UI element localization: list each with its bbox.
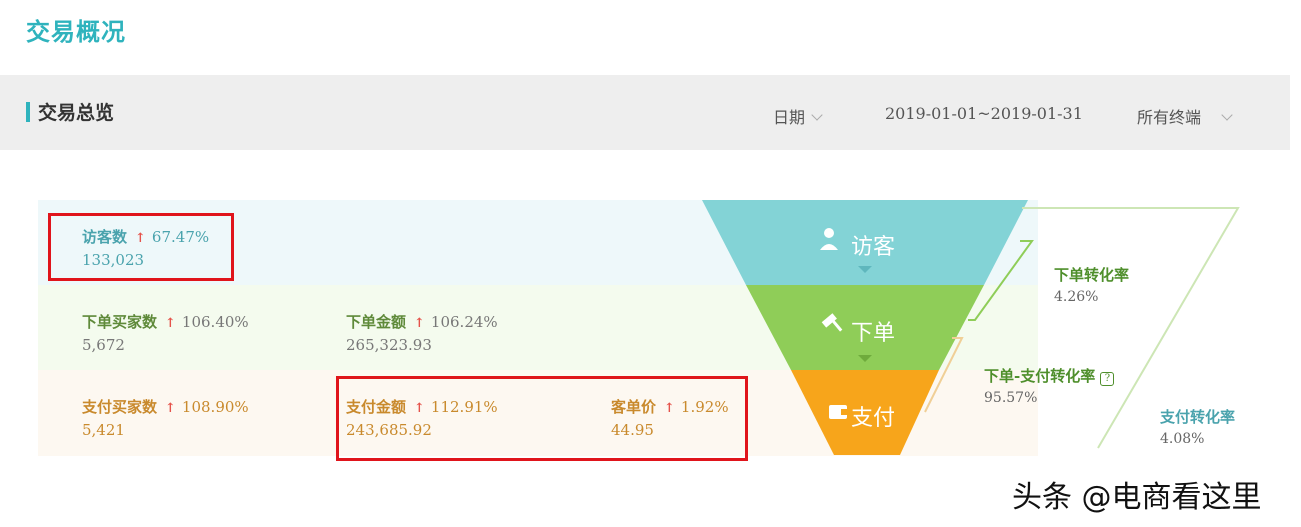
metric-value: 133,023 [82,251,145,269]
order-conversion-rate: 下单转化率 4.26% [1054,264,1129,305]
order-pay-conversion-rate: 下单-支付转化率 ? 95.57% [984,365,1115,406]
highlight-box-visitors [48,213,234,281]
pay-rate-connector [1022,207,1240,449]
metric-value: 5,421 [82,421,125,439]
arrow-up-icon: ↑ [664,401,675,416]
metric-value: 5,672 [82,336,125,354]
user-icon [824,228,834,238]
arrow-up-icon: ↑ [414,316,425,331]
date-range-picker[interactable]: 2019-01-01~2019-01-31 [885,104,1083,123]
rate-label: 支付转化率 [1160,408,1236,426]
watermark: 头条 @电商看这里 [1012,480,1262,515]
rate-label: 下单-支付转化率 ? [984,365,1115,386]
metric-label: 客单价 [611,398,657,416]
section-header [0,75,1290,150]
funnel-order-label: 下单 [851,321,896,346]
funnel-visitor-segment [702,200,1028,285]
arrow-up-icon: ↑ [135,231,146,246]
section-title: 交易总览 [38,102,115,124]
rate-value: 4.26% [1054,289,1099,305]
metric-value: 243,685.92 [346,421,432,439]
help-icon[interactable]: ? [1100,372,1115,386]
funnel-pay-segment [791,370,939,455]
terminal-label: 所有终端 [1137,108,1202,127]
rate-value: 95.57% [984,390,1038,406]
metric-change: 1.92% [680,398,729,416]
metric-change: 106.40% [181,313,249,331]
caret-down-icon [858,266,872,273]
metric-label: 支付金额 [346,398,407,416]
funnel-pay-label: 支付 [851,406,896,431]
metric-order-amount: 下单金额 ↑ 106.24% 265,323.93 [346,311,498,354]
hammer-icon [821,313,837,328]
order-pay-rate-connector [924,337,964,413]
pay-conversion-rate: 支付转化率 4.08% [1160,406,1235,447]
arrow-up-icon: ↑ [165,316,176,331]
rate-value: 4.08% [1160,431,1205,447]
arrow-up-icon: ↑ [414,401,425,416]
metric-label: 下单金额 [346,313,407,331]
order-rate-connector [968,240,1034,321]
caret-down-icon [858,355,872,362]
terminal-dropdown[interactable]: 所有终端 [1137,104,1233,128]
metric-label: 访客数 [82,228,128,246]
arrow-up-icon: ↑ [165,401,176,416]
metric-value: 265,323.93 [346,336,432,354]
metric-visitors: 访客数 ↑ 67.47% 133,023 [82,226,209,269]
date-type-dropdown[interactable]: 日期 [773,104,823,128]
highlight-box-payment [336,376,748,461]
rate-label: 下单转化率 [1054,266,1130,284]
metric-change: 108.90% [181,398,249,416]
metric-pay-buyers: 支付买家数 ↑ 108.90% 5,421 [82,396,249,439]
metric-change: 112.91% [430,398,498,416]
wallet-icon [829,405,847,419]
metric-change: 67.47% [151,228,210,246]
metric-label: 下单买家数 [82,313,158,331]
metric-label: 支付买家数 [82,398,158,416]
date-range-value: 2019-01-01~2019-01-31 [885,104,1083,123]
metric-value: 44.95 [611,421,654,439]
funnel-visitor-label: 访客 [851,235,896,260]
metric-change: 106.24% [430,313,498,331]
section-marker [26,102,30,122]
funnel-order-segment [746,285,984,370]
page-title: 交易概况 [26,18,126,46]
metric-avg-price: 客单价 ↑ 1.92% 44.95 [611,396,729,439]
metric-order-buyers: 下单买家数 ↑ 106.40% 5,672 [82,311,249,354]
date-type-label: 日期 [773,108,806,127]
metric-pay-amount: 支付金额 ↑ 112.91% 243,685.92 [346,396,498,439]
